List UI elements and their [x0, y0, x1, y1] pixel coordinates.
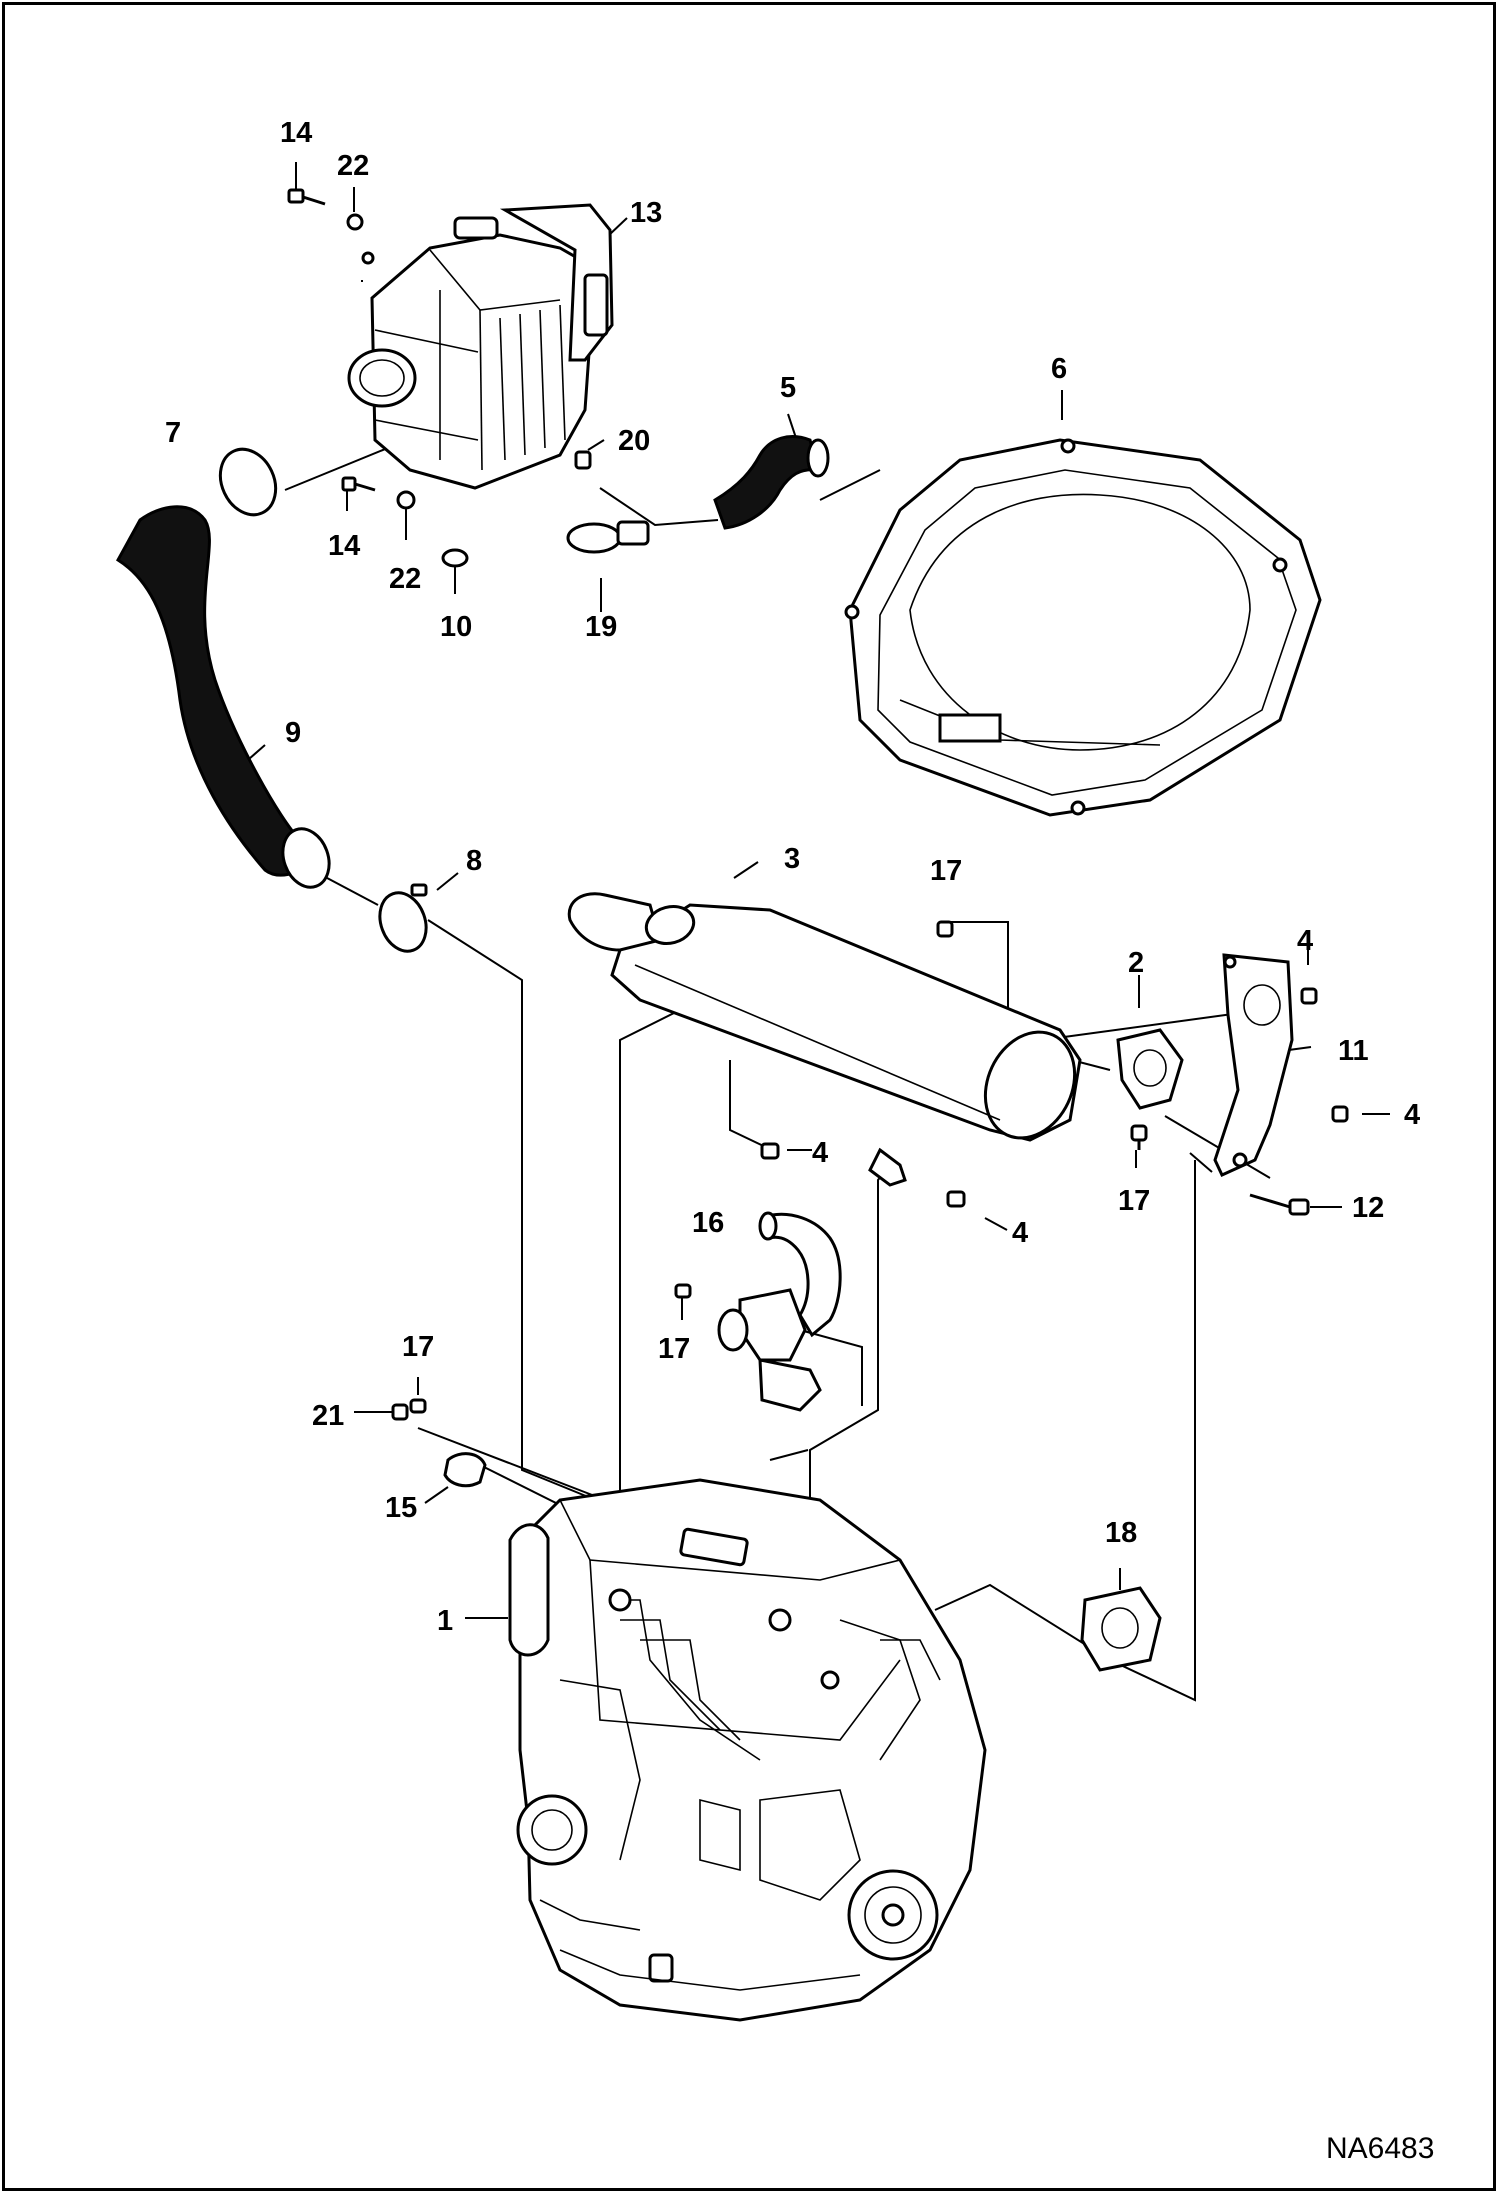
air-cleaner-hardware [287, 188, 650, 568]
callout-9: 9 [285, 717, 301, 749]
callout-20: 20 [618, 425, 650, 457]
screw-21 [391, 1403, 409, 1421]
bolt-17-top [936, 920, 954, 938]
callout-22-top: 22 [337, 150, 369, 182]
hose-clamp-8 [378, 891, 428, 953]
air-cleaner [346, 203, 614, 490]
fan-shroud-6 [844, 438, 1322, 817]
callout-15: 15 [385, 1492, 417, 1524]
intake-hose-9 [116, 505, 323, 877]
callout-17-top: 17 [930, 855, 962, 887]
callout-5: 5 [780, 372, 796, 404]
callout-16: 16 [692, 1207, 724, 1239]
callout-14-mid: 14 [328, 530, 360, 562]
leader-lines [248, 162, 1390, 1702]
clamp-15 [443, 1452, 487, 1488]
callout-18: 18 [1105, 1517, 1137, 1549]
callout-21: 21 [312, 1400, 344, 1432]
callout-22-mid: 22 [389, 563, 421, 595]
gasket-18 [1080, 1586, 1162, 1672]
hose-clamp-7 [218, 447, 278, 517]
tailpipe-16 [674, 1211, 842, 1412]
callout-2: 2 [1128, 947, 1144, 979]
bracket-11 [1213, 953, 1349, 1177]
callout-14-top: 14 [280, 117, 312, 149]
callout-1: 1 [437, 1605, 453, 1637]
gasket-2 [1116, 1028, 1184, 1110]
callout-10: 10 [440, 611, 472, 643]
callout-7: 7 [165, 417, 181, 449]
callout-4-top: 4 [1297, 925, 1313, 957]
callout-4-muffler: 4 [812, 1137, 828, 1169]
callout-3: 3 [784, 843, 800, 875]
clamp-screw-8 [410, 883, 428, 897]
callout-17-right: 17 [1118, 1185, 1150, 1217]
drawing-code: NA6483 [1326, 2132, 1434, 2165]
callout-17-left: 17 [402, 1331, 434, 1363]
muffler-3 [567, 892, 1082, 1208]
callout-labels: 14 22 13 7 20 5 6 14 22 10 19 9 8 3 17 4… [165, 117, 1434, 2165]
hose-end-9 [281, 827, 331, 889]
callout-6: 6 [1051, 353, 1067, 385]
breather-hose-end [806, 438, 830, 478]
callout-13: 13 [630, 197, 662, 229]
screw-17-left [409, 1398, 427, 1414]
callout-17-center: 17 [658, 1333, 690, 1365]
callout-4-right: 4 [1404, 1099, 1420, 1131]
callout-8: 8 [466, 845, 482, 877]
callout-19: 19 [585, 611, 617, 643]
breather-hose-5 [713, 435, 821, 530]
bolt-17-right [1130, 1124, 1148, 1142]
bolt-12 [1288, 1198, 1310, 1216]
callout-11: 11 [1338, 1035, 1369, 1067]
engine-1 [508, 1478, 987, 2022]
callout-12: 12 [1352, 1192, 1384, 1224]
callout-4-lower: 4 [1012, 1217, 1028, 1249]
